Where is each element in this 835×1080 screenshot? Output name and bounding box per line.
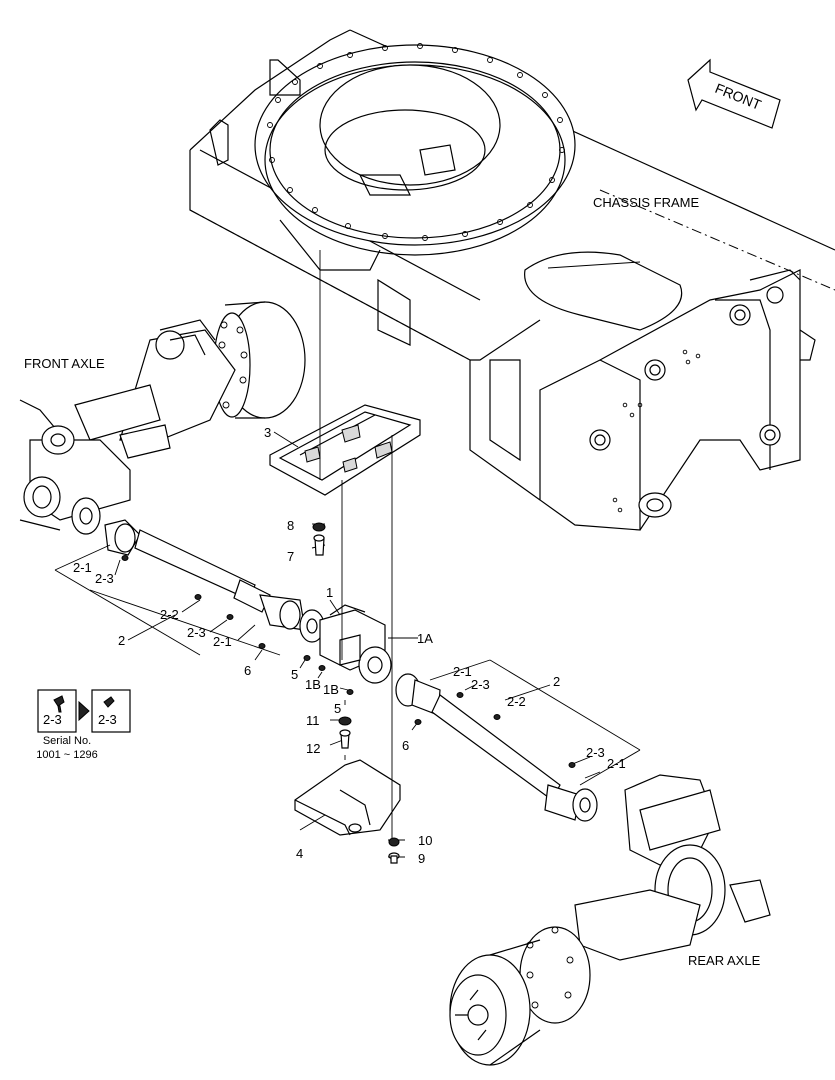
callout-2-1-low: 2-1 <box>607 756 626 771</box>
center-support-bearing <box>319 604 392 684</box>
front-axle-drawing <box>19 301 306 535</box>
front-drive-shaft <box>104 519 325 643</box>
hardware-fasteners <box>121 522 576 864</box>
chassis-frame-drawing <box>189 29 835 531</box>
callout-1b-lower: 1B <box>323 682 339 697</box>
rear-drive-shaft <box>395 673 598 822</box>
callout-6-right: 6 <box>402 738 409 753</box>
callout-2-right: 2 <box>553 674 560 689</box>
callout-1b-upper: 1B <box>305 677 321 692</box>
callout-3: 3 <box>264 425 271 440</box>
callout-2-2-left: 2-2 <box>160 607 179 622</box>
callout-1a: 1A <box>417 631 433 646</box>
legend-arrow-icon <box>78 700 90 722</box>
chassis-frame-label: CHASSIS FRAME <box>593 195 700 210</box>
callout-9: 9 <box>418 851 425 866</box>
callout-8: 8 <box>287 518 294 533</box>
callout-2-2-right: 2-2 <box>507 694 526 709</box>
callout-2-left: 2 <box>118 633 125 648</box>
part-4-bracket <box>294 759 401 836</box>
callout-2-1-left: 2-1 <box>73 560 92 575</box>
callout-numbers: 3 8 7 2-1 2-3 2-2 2-3 2-1 2 6 1 1A 5 1B … <box>73 425 626 866</box>
callout-10: 10 <box>418 833 432 848</box>
callout-4: 4 <box>296 846 303 861</box>
callout-5-upper: 5 <box>291 667 298 682</box>
callout-7: 7 <box>287 549 294 564</box>
rear-axle-label: REAR AXLE <box>688 953 761 968</box>
callout-2-1-mid: 2-1 <box>213 634 232 649</box>
legend-old-part-box <box>37 689 77 733</box>
rear-axle-drawing <box>449 774 771 1066</box>
part-3-mounting-plate <box>269 404 421 496</box>
callout-2-3-left: 2-3 <box>95 571 114 586</box>
legend-old-fitting-icon <box>53 695 65 707</box>
callout-1: 1 <box>326 585 333 600</box>
serial-change-legend: 2-3 2-3 <box>37 689 131 733</box>
serial-title: Serial No. <box>42 735 92 747</box>
front-direction-arrow: FRONT <box>687 58 781 129</box>
callout-11: 11 <box>306 713 320 728</box>
callout-5-lower: 5 <box>334 701 341 716</box>
callout-6-left: 6 <box>244 663 251 678</box>
leader-lines <box>54 250 641 858</box>
callout-12: 12 <box>306 741 320 756</box>
serial-range: 1001 ~ 1296 <box>36 749 98 761</box>
callout-2-3-low: 2-3 <box>586 745 605 760</box>
legend-from-label: 2-3 <box>43 712 62 727</box>
legend-to-label: 2-3 <box>98 712 117 727</box>
callout-2-1-right: 2-1 <box>453 664 472 679</box>
legend-new-fitting-icon <box>103 696 115 708</box>
front-axle-label: FRONT AXLE <box>24 356 105 371</box>
callout-2-3-right: 2-3 <box>471 677 490 692</box>
serial-number-note: Serial No. 1001 ~ 1296 <box>28 734 106 762</box>
callout-2-3-mid: 2-3 <box>187 625 206 640</box>
